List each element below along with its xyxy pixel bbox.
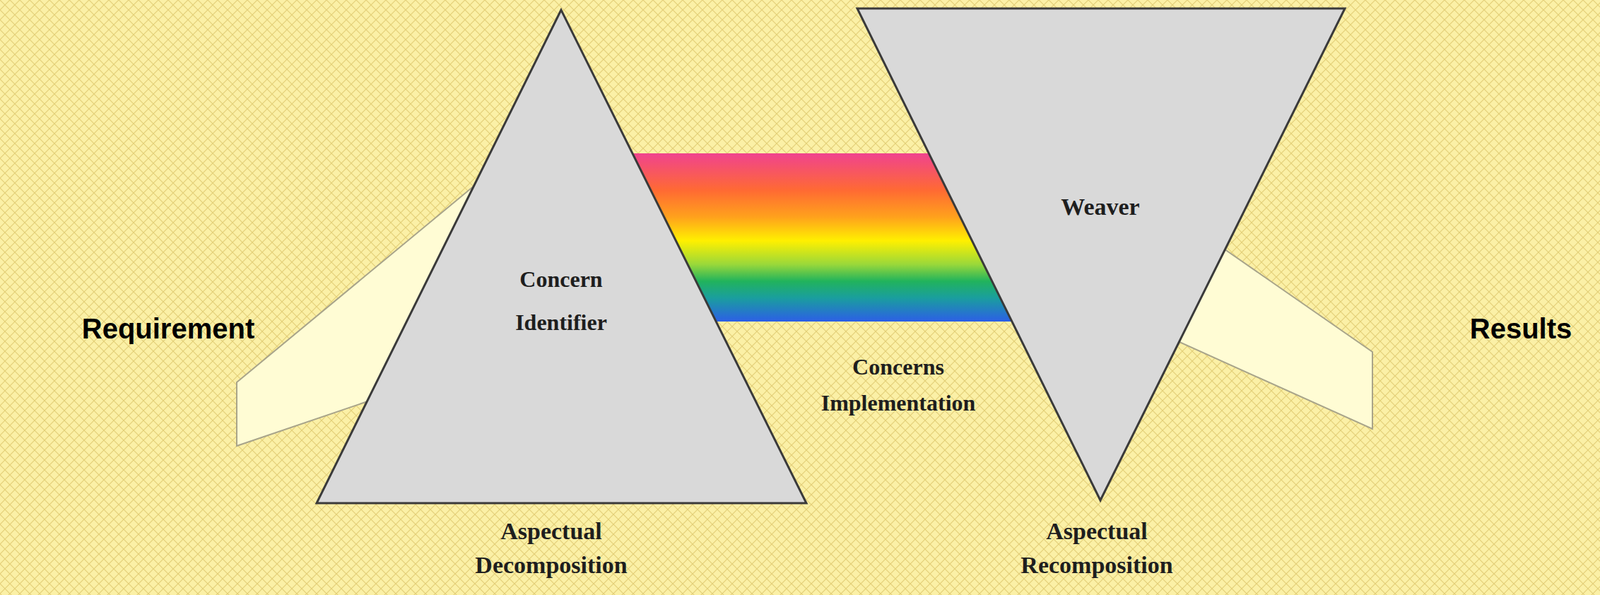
- flow-label: Results: [1469, 313, 1573, 345]
- concern-triangle: Concern IdentifierAspectual Decompositio…: [316, 9, 807, 504]
- weaver-triangle: WeaverAspectual Recomposition: [857, 8, 1345, 501]
- concern-triangle-shape: [316, 9, 807, 504]
- weaver-triangle-shape: [857, 8, 1345, 501]
- concern-triangle-outline: [316, 9, 807, 504]
- shape-label: Weaver: [994, 191, 1207, 223]
- stage-caption: Aspectual Recomposition: [994, 514, 1200, 582]
- shape-label: Concerns Implementation: [802, 349, 994, 422]
- flow-label: Requirement: [81, 313, 256, 345]
- weaver-triangle-outline: [857, 8, 1345, 501]
- shape-label: Concern Identifier: [479, 257, 643, 345]
- stage-caption: Aspectual Decomposition: [448, 514, 654, 582]
